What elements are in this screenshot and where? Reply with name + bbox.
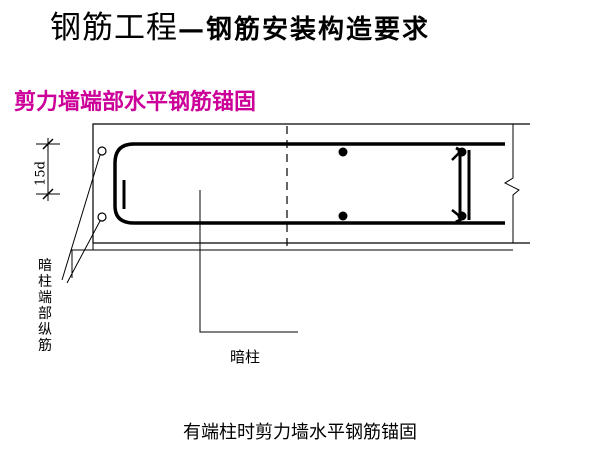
long-bar-dot — [338, 147, 348, 157]
column-bar-circle — [97, 212, 107, 222]
column-bar-circle — [97, 146, 107, 156]
dim-tick — [42, 188, 54, 200]
leader-line — [66, 220, 101, 284]
break-line — [503, 124, 520, 243]
title-sub: —钢筋安装构造要求 — [178, 15, 431, 45]
lower-outline — [71, 243, 94, 278]
dim-tick — [42, 138, 54, 150]
diagram-subtitle: 剪力墙端部水平钢筋锚固 — [14, 90, 257, 115]
dimension-label: 15d — [33, 161, 49, 186]
leader-line — [61, 154, 101, 281]
long-bar-dot — [457, 147, 467, 157]
column-outline — [92, 123, 513, 243]
slide-title: 钢筋工程—钢筋安装构造要求 — [50, 2, 590, 46]
hidden-column-leader — [199, 190, 298, 333]
long-bar-dot — [338, 211, 348, 221]
long-bar-dot — [457, 211, 467, 221]
stirrup — [455, 146, 462, 224]
column-bar-label: 暗柱端部纵筋 — [38, 258, 52, 354]
diagram-caption: 有端柱时剪力墙水平钢筋锚固 — [183, 422, 417, 443]
hidden-column-label: 暗柱 — [230, 348, 261, 366]
horizontal-bar — [113, 142, 505, 225]
title-main: 钢筋工程 — [50, 10, 178, 46]
